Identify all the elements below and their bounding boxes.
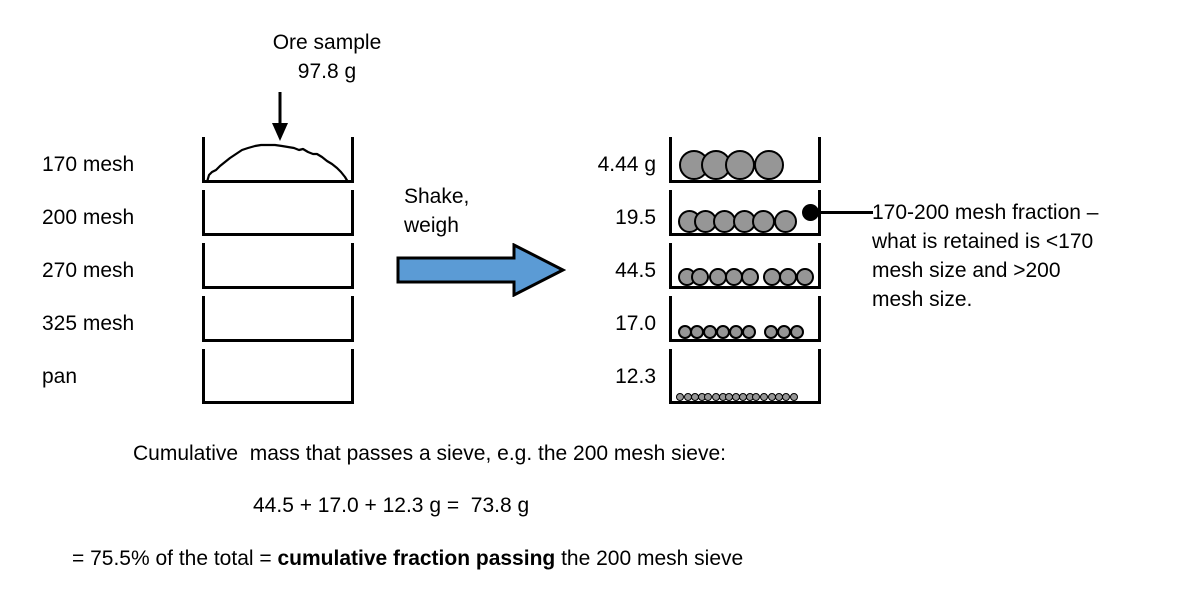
- particle: [702, 325, 717, 339]
- sieve-box-out-pan: [669, 349, 821, 404]
- sieve-box-pan: [202, 349, 354, 404]
- sieve-label-325: 325 mesh: [42, 312, 135, 335]
- sieve-box-out-200: [669, 190, 821, 236]
- particle: [691, 268, 710, 286]
- particle: [740, 268, 759, 286]
- sieve-label-170: 170 mesh: [42, 153, 135, 176]
- particle: [742, 325, 757, 339]
- particle: [774, 210, 798, 233]
- mass-label-pan: 12.3: [615, 365, 656, 388]
- mass-label-170: 4.44 g: [597, 153, 656, 176]
- particle: [790, 393, 799, 401]
- particle: [724, 150, 755, 180]
- particle: [715, 325, 730, 339]
- sieve-box-270: [202, 243, 354, 289]
- sieve-label-200: 200 mesh: [42, 206, 135, 229]
- particle: [752, 210, 776, 233]
- transform-arrow-icon: [396, 243, 566, 297]
- callout-marker-dot: [802, 204, 819, 221]
- process-label-line1: Shake,: [404, 185, 470, 208]
- particle: [708, 268, 727, 286]
- process-label-line2: weigh: [404, 214, 459, 237]
- feed-arrow-icon: [266, 92, 294, 142]
- sieve-box-325: [202, 296, 354, 342]
- particle: [764, 325, 779, 339]
- sieve-box-out-325: [669, 296, 821, 342]
- mass-label-270: 44.5: [615, 259, 656, 282]
- particle: [782, 393, 791, 401]
- callout-text: 170-200 mesh fraction – what is retained…: [872, 201, 1099, 311]
- particle: [704, 393, 713, 401]
- footer-fraction-prefix: = 75.5% of the total =: [72, 547, 278, 570]
- particle: [796, 268, 815, 286]
- footer-fraction-suffix: the 200 mesh sieve: [555, 547, 744, 570]
- particle: [753, 150, 784, 180]
- footer-fraction-bold: cumulative fraction passing: [277, 547, 556, 570]
- footer-line-cumulative-mass: Cumulative mass that passes a sieve, e.g…: [133, 442, 726, 465]
- process-label: Shake, weigh: [404, 182, 469, 240]
- particle: [777, 325, 792, 339]
- particle: [724, 268, 743, 286]
- ore-sample-mass: 97.8 g: [297, 60, 357, 83]
- sieve-box-out-170: [669, 137, 821, 183]
- sieve-label-pan: pan: [42, 365, 78, 388]
- sieve-box-out-270: [669, 243, 821, 289]
- footer-line-sum: 44.5 + 17.0 + 12.3 g = 73.8 g: [253, 494, 530, 517]
- particle: [729, 325, 744, 339]
- particle: [689, 325, 704, 339]
- ore-sample-title: Ore sample: [272, 31, 382, 54]
- particle: [759, 393, 768, 401]
- sieve-box-200: [202, 190, 354, 236]
- particle: [762, 268, 781, 286]
- mass-label-200: 19.5: [615, 206, 656, 229]
- sieve-label-270: 270 mesh: [42, 259, 135, 282]
- particle: [790, 325, 805, 339]
- particle: [778, 268, 797, 286]
- mass-label-325: 17.0: [615, 312, 656, 335]
- ore-heap-icon: [205, 143, 350, 183]
- callout-leader-line: [818, 211, 873, 214]
- ore-sample-caption: Ore sample 97.8 g: [222, 28, 432, 86]
- sieve-box-170: [202, 137, 354, 183]
- footer-line-fraction: = 75.5% of the total = cumulative fracti…: [72, 545, 743, 573]
